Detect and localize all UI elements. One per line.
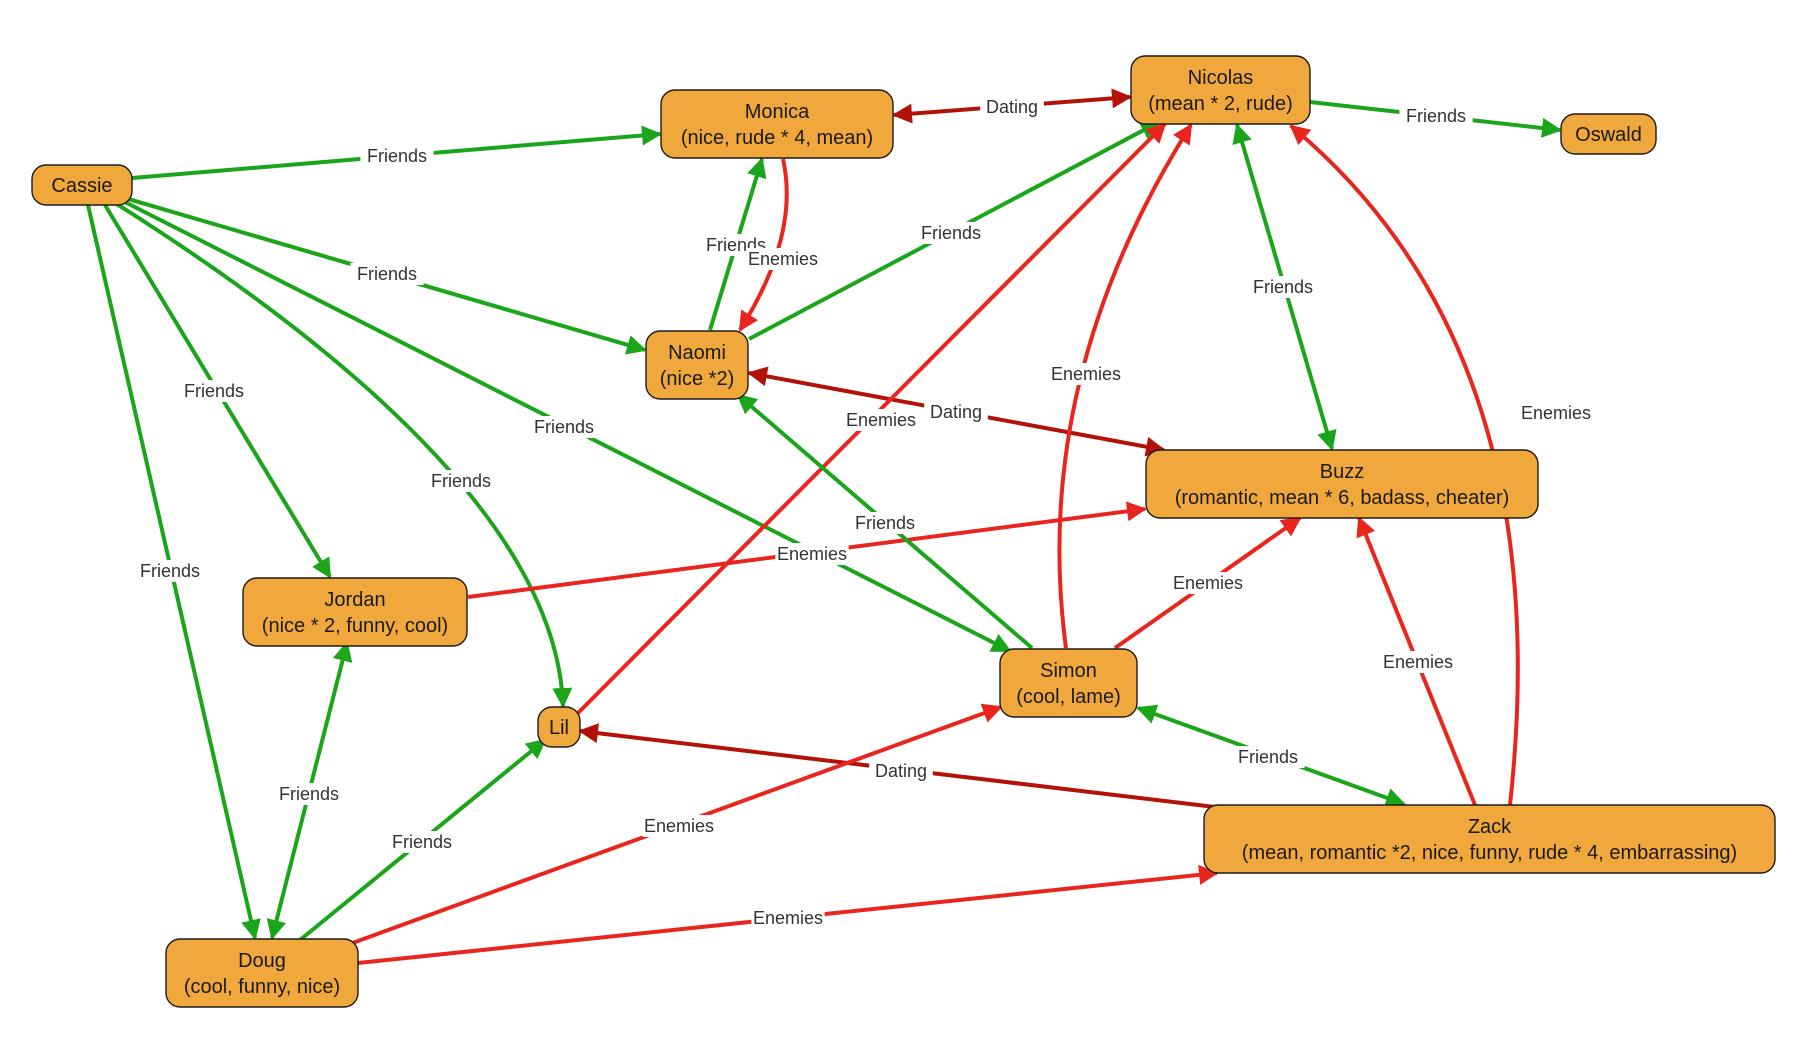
node-oswald[interactable]: Oswald [1560,113,1657,155]
node-buzz[interactable]: Buzz (romantic, mean * 6, badass, cheater… [1145,449,1539,519]
node-traits: (nice, rude * 4, mean) [681,127,873,149]
node-zack[interactable]: Zack (mean, romantic *2, nice, funny, rud… [1203,804,1776,874]
node-cassie[interactable]: Cassie [31,164,133,206]
edge-label-friends: Friends [367,146,427,166]
edge-label-friends: Friends [392,832,452,852]
node-box [1560,113,1657,155]
node-name: Doug [238,950,286,972]
node-name: Cassie [51,175,112,197]
edge-labels-layer: FriendsFriendsFriendsFriendsFriendsFrien… [133,96,1593,929]
edge-label-enemies: Enemies [777,544,847,564]
edge-label-friends: Friends [1253,277,1313,297]
edge-label-background [1399,105,1473,127]
node-traits: (cool, lame) [1016,686,1120,708]
node-naomi[interactable]: Naomi (nice *2) [645,330,749,400]
node-simon[interactable]: Simon (cool, lame) [999,648,1138,718]
edge-label-background [385,831,459,853]
node-nicolas[interactable]: Nicolas (mean * 2, rude) [1130,55,1311,125]
edge-label-friends: Friends [534,417,594,437]
edge-label-background [272,783,346,805]
node-traits: (mean, romantic *2, nice, funny, rude * … [1242,842,1737,864]
nodes-layer: Cassie Monica (nice, rude * 4, mean) Nicola… [31,55,1776,1008]
edge-label-enemies: Enemies [1383,652,1453,672]
edge-label-enemies: Enemies [753,908,823,928]
node-box [31,164,133,206]
edge-label-background [848,512,922,534]
node-box [537,706,581,748]
node-name: Lil [549,717,569,739]
edge-label-background [1171,572,1245,594]
edge-label-friends: Friends [357,264,417,284]
node-box [645,330,749,400]
edge-cassie-lil [110,199,573,708]
node-name: Naomi [668,342,726,364]
node-traits: (mean * 2, rude) [1148,93,1293,115]
edge-simon-nicolas [1057,123,1193,649]
edge-label-enemies: Enemies [644,816,714,836]
edge-label-background [1049,363,1123,385]
edge-label-friends: Friends [431,471,491,491]
node-jordan[interactable]: Jordan (nice * 2, funny, cool) [242,577,468,647]
edge-monica-naomi [738,158,789,332]
edge-label-friends: Friends [1238,747,1298,767]
node-name: Nicolas [1188,67,1254,89]
node-traits: (nice * 2, funny, cool) [262,615,448,637]
edge-label-background [1381,651,1455,673]
node-name: Simon [1040,660,1097,682]
node-name: Oswald [1575,124,1642,146]
edge-zack-nicolas [1289,124,1520,806]
edge-label-background [924,401,988,423]
edge-label-background [869,760,933,782]
edge-label-friends: Friends [855,513,915,533]
edge-label-friends: Friends [1406,106,1466,126]
edge-label-background [360,145,434,167]
node-box [165,938,359,1008]
node-lil[interactable]: Lil [537,706,581,748]
node-traits: (romantic, mean * 6, badass, cheater) [1175,487,1510,509]
edge-label-background [527,416,601,438]
edge-label-enemies: Enemies [748,249,818,269]
edge-label-dating: Dating [875,761,927,781]
edge-label-background [980,96,1044,118]
edge-label-background [350,263,424,285]
edge-label-dating: Dating [986,97,1038,117]
edge-label-background [1519,402,1593,424]
node-box [999,648,1138,718]
edge-label-friends: Friends [279,784,339,804]
edge-label-enemies: Enemies [1521,403,1591,423]
edge-label-friends: Friends [140,561,200,581]
node-monica[interactable]: Monica (nice, rude * 4, mean) [660,89,894,159]
node-traits: (nice *2) [660,368,734,390]
node-name: Monica [745,101,810,123]
edge-label-enemies: Enemies [1173,573,1243,593]
node-box [1203,804,1776,874]
node-box [1130,55,1311,125]
edge-label-background [746,248,820,270]
edge-label-friends: Friends [921,223,981,243]
edge-label-enemies: Enemies [846,410,916,430]
edge-label-dating: Dating [930,402,982,422]
node-box [242,577,468,647]
node-name: Zack [1468,816,1512,838]
edge-label-background [914,222,988,244]
node-doug[interactable]: Doug (cool, funny, nice) [165,938,359,1008]
edge-label-background [424,470,498,492]
node-traits: (cool, funny, nice) [184,976,340,998]
edge-label-background [1231,746,1305,768]
node-box [660,89,894,159]
edge-label-background [844,409,918,431]
node-box [1145,449,1539,519]
edge-label-friends: Friends [184,381,244,401]
edge-label-background [1246,276,1320,298]
node-name: Jordan [324,589,385,611]
node-name: Buzz [1320,461,1364,483]
edge-label-enemies: Enemies [1051,364,1121,384]
edge-label-background [642,815,716,837]
edge-label-background [133,560,207,582]
edge-label-background [177,380,251,402]
edge-label-background [775,543,849,565]
edge-label-background [751,907,825,929]
